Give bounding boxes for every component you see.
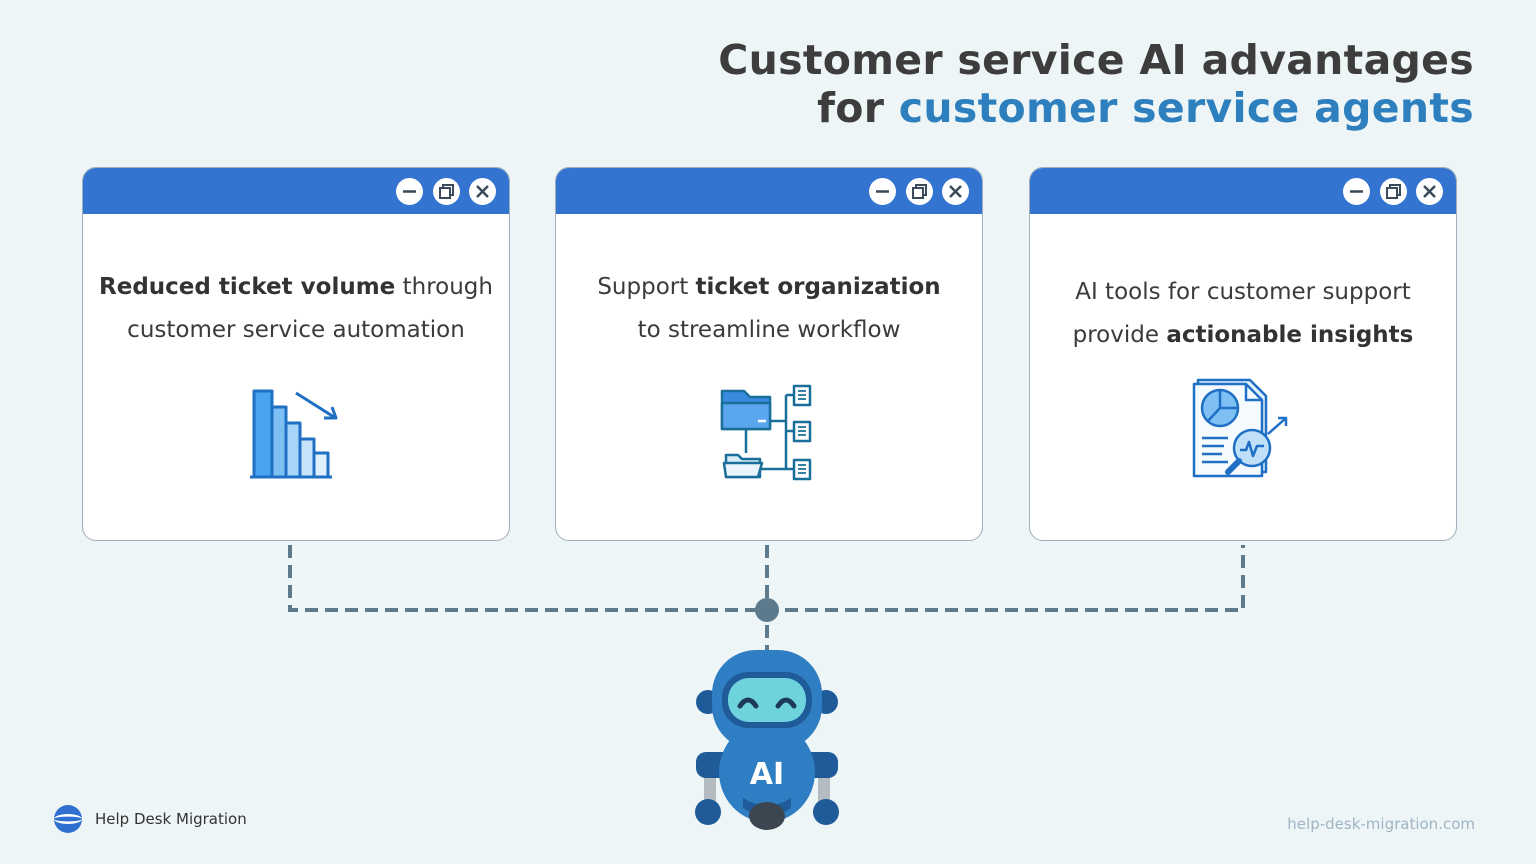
restore-icon[interactable] bbox=[433, 178, 460, 205]
junction-dot bbox=[755, 598, 779, 622]
title-line-2: for customer service agents bbox=[718, 84, 1474, 132]
page-title: Customer service AI advantages for custo… bbox=[718, 36, 1474, 132]
card-text: Support ticket organization to streamlin… bbox=[556, 266, 982, 352]
window-title-bar bbox=[1030, 168, 1456, 214]
website-url: help-desk-migration.com bbox=[1287, 815, 1475, 833]
minimize-icon[interactable] bbox=[1343, 178, 1370, 205]
window-title-bar bbox=[556, 168, 982, 214]
card-text-line-2: to streamline workflow bbox=[637, 317, 901, 343]
close-icon[interactable] bbox=[942, 178, 969, 205]
card-text: AI tools for customer support provide ac… bbox=[1030, 271, 1456, 357]
report-analysis-icon bbox=[1192, 378, 1288, 478]
title-line-1: Customer service AI advantages bbox=[718, 36, 1474, 84]
minimize-icon[interactable] bbox=[869, 178, 896, 205]
brand-name: Help Desk Migration bbox=[95, 810, 247, 828]
close-icon[interactable] bbox=[1416, 178, 1443, 205]
restore-icon[interactable] bbox=[1380, 178, 1407, 205]
brand-logo: Help Desk Migration bbox=[53, 804, 247, 834]
close-icon[interactable] bbox=[469, 178, 496, 205]
card-bold-text: actionable insights bbox=[1166, 322, 1414, 348]
window-title-bar bbox=[83, 168, 509, 214]
restore-icon[interactable] bbox=[906, 178, 933, 205]
card-ticket-organization: Support ticket organization to streamlin… bbox=[555, 167, 983, 541]
declining-bar-chart-icon bbox=[250, 389, 338, 479]
card-text-prefix: Support bbox=[597, 274, 696, 300]
card-text-line-2: customer service automation bbox=[127, 317, 465, 343]
card-actionable-insights: AI tools for customer support provide ac… bbox=[1029, 167, 1457, 541]
card-text: Reduced ticket volume through customer s… bbox=[83, 266, 509, 352]
card-reduced-ticket-volume: Reduced ticket volume through customer s… bbox=[82, 167, 510, 541]
ai-robot-mascot: AI bbox=[695, 650, 839, 830]
card-text-line-1: AI tools for customer support bbox=[1075, 279, 1411, 305]
minimize-icon[interactable] bbox=[396, 178, 423, 205]
card-text-rest: through bbox=[395, 274, 493, 300]
help-desk-migration-logo-icon bbox=[54, 805, 82, 833]
title-prefix: for bbox=[817, 84, 899, 132]
robot-ai-label: AI bbox=[750, 757, 784, 792]
card-text-prefix: provide bbox=[1072, 322, 1167, 348]
folder-hierarchy-icon bbox=[720, 384, 812, 481]
card-bold-text: ticket organization bbox=[695, 274, 941, 300]
title-accent: customer service agents bbox=[898, 84, 1474, 132]
card-bold-text: Reduced ticket volume bbox=[99, 274, 396, 300]
